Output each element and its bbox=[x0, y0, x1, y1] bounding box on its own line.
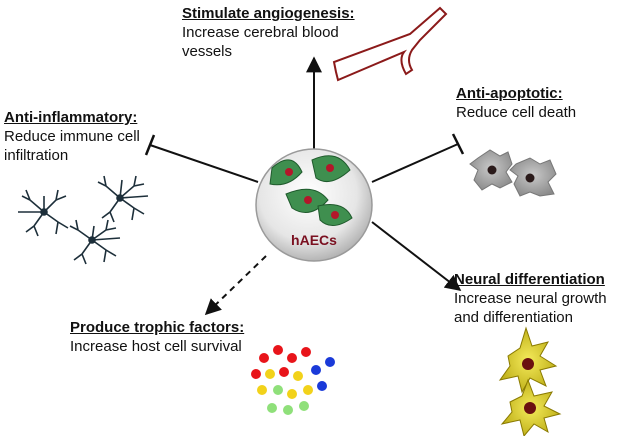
trophic-dot bbox=[259, 353, 269, 363]
effect-anti-apoptotic: Anti-apoptotic: Reduce cell death bbox=[456, 84, 576, 122]
haecs-nucleus bbox=[304, 196, 312, 204]
effect-anti-inflammatory: Anti-inflammatory: Reduce immune cell in… bbox=[4, 108, 140, 165]
effect-line: Increase host cell survival bbox=[70, 338, 242, 355]
immune-cell-icon bbox=[18, 189, 69, 237]
haecs-nucleus bbox=[285, 168, 293, 176]
haecs-nucleus bbox=[331, 211, 339, 219]
blood-vessel-icon bbox=[332, 6, 448, 82]
effect-neural-differentiation: Neural differentiation Increase neural g… bbox=[454, 270, 607, 327]
effect-line: Reduce immune cell bbox=[4, 128, 140, 145]
trophic-dot bbox=[311, 365, 321, 375]
effect-line: infiltration bbox=[4, 147, 69, 164]
effect-line: Increase cerebral blood bbox=[182, 24, 339, 41]
trophic-dot bbox=[325, 357, 335, 367]
inhibit-bar-anti-apoptotic bbox=[451, 133, 465, 155]
apoptotic-cell-icon bbox=[509, 157, 557, 197]
trophic-dot bbox=[279, 367, 289, 377]
dashed-arrow-trophic-factors bbox=[204, 255, 267, 316]
effect-title: Neural differentiation bbox=[454, 271, 605, 288]
neuron-icon bbox=[500, 378, 562, 436]
inhibit-line-anti-apoptotic bbox=[371, 143, 459, 183]
trophic-dot bbox=[267, 403, 277, 413]
trophic-dot bbox=[317, 381, 327, 391]
immune-cell-icon bbox=[69, 219, 121, 265]
effect-line: Increase neural growth bbox=[454, 290, 607, 307]
effect-title: Anti-apoptotic: bbox=[456, 85, 563, 102]
effect-title: Anti-inflammatory: bbox=[4, 109, 138, 126]
effect-line: vessels bbox=[182, 43, 233, 60]
trophic-dot bbox=[287, 353, 297, 363]
neuron-icon bbox=[498, 326, 558, 394]
trophic-dot bbox=[301, 347, 311, 357]
trophic-dot bbox=[273, 345, 283, 355]
effect-line: and differentiation bbox=[454, 309, 573, 326]
apoptotic-cell-icon bbox=[469, 149, 513, 191]
trophic-dot bbox=[257, 385, 267, 395]
effect-title: Produce trophic factors: bbox=[70, 319, 245, 336]
trophic-dot bbox=[283, 405, 293, 415]
effect-trophic-factors: Produce trophic factors: Increase host c… bbox=[70, 318, 244, 356]
trophic-dot bbox=[251, 369, 261, 379]
effect-line: Reduce cell death bbox=[456, 104, 577, 121]
trophic-dot bbox=[273, 385, 283, 395]
effect-angiogenesis: Stimulate angiogenesis: Increase cerebra… bbox=[182, 4, 355, 61]
effect-title: Stimulate angiogenesis: bbox=[182, 5, 355, 22]
haecs-center: hAECs bbox=[255, 148, 373, 262]
trophic-dot bbox=[287, 389, 297, 399]
haecs-nucleus bbox=[326, 164, 334, 172]
inhibit-bar-anti-inflammatory bbox=[144, 134, 156, 156]
arrow-neural-differentiation bbox=[371, 221, 462, 291]
haecs-label: hAECs bbox=[291, 232, 337, 248]
trophic-dot bbox=[265, 369, 275, 379]
trophic-dot bbox=[293, 371, 303, 381]
trophic-factors-icon bbox=[251, 345, 335, 415]
trophic-dot bbox=[303, 385, 313, 395]
immune-cell-icon bbox=[97, 175, 149, 223]
trophic-dot bbox=[299, 401, 309, 411]
inhibit-line-anti-inflammatory bbox=[149, 144, 259, 183]
